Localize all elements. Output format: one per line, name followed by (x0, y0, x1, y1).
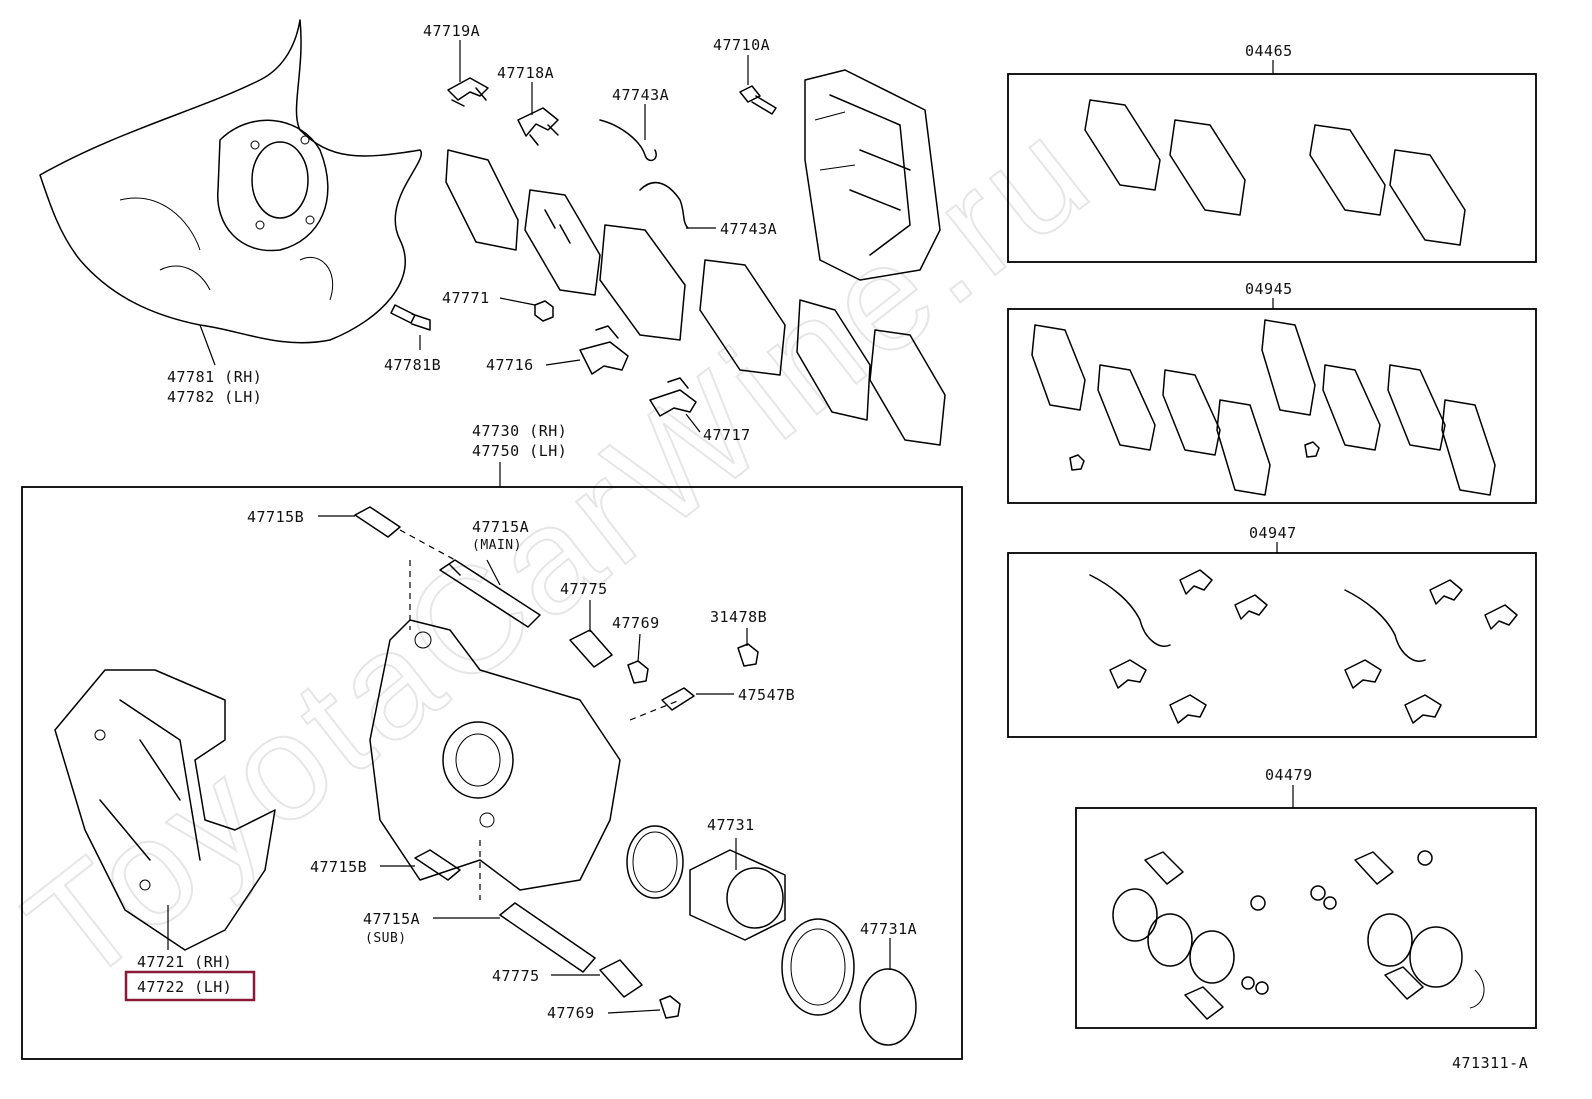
diagram-id: 471311-A (1452, 1054, 1528, 1072)
label-47769-top: 47769 (612, 614, 660, 632)
label-47715A-sub: 47715A (363, 910, 420, 928)
caliper-assembly-top-drawing (804, 69, 941, 281)
label-47710A: 47710A (713, 36, 770, 54)
label-47715A-sub-note: (SUB) (365, 931, 407, 946)
label-47721: 47721 (RH) (137, 953, 232, 971)
kit-box-04479 (1075, 807, 1537, 1029)
watermark: ToyotaCarWine.ru (0, 85, 1121, 1016)
kit-label-04465: 04465 (1245, 42, 1293, 60)
label-47782: 47782 (LH) (167, 388, 262, 406)
label-47775-bottom: 47775 (492, 967, 540, 985)
kit-label-04479: 04479 (1265, 766, 1313, 784)
kit-box-04465 (1007, 73, 1537, 263)
label-47775-top: 47775 (560, 580, 608, 598)
kit-label-04947: 04947 (1249, 524, 1297, 542)
kit-box-04947 (1007, 552, 1537, 738)
label-47781B: 47781B (384, 356, 441, 374)
label-47717: 47717 (703, 426, 751, 444)
label-47731: 47731 (707, 816, 755, 834)
label-47730: 47730 (RH) (472, 422, 567, 440)
kit-label-04945: 04945 (1245, 280, 1293, 298)
label-47731A: 47731A (860, 920, 917, 938)
label-47743A-right: 47743A (720, 220, 777, 238)
label-31478B: 31478B (710, 608, 767, 626)
clips-drawing (390, 77, 777, 417)
dust-cover-drawing (39, 19, 423, 344)
callout-labels: 47719A 47718A 47710A 47743A 47743A 47771… (137, 22, 1528, 1072)
label-47716: 47716 (486, 356, 534, 374)
label-47769-bottom: 47769 (547, 1004, 595, 1022)
kit-04479-seals-drawing (1112, 850, 1485, 1020)
kit-box-04945 (1007, 308, 1537, 504)
brake-pads-drawing (445, 149, 946, 446)
label-47715A-main-note: (MAIN) (472, 538, 522, 553)
kit-04465-pads-drawing (1084, 99, 1466, 246)
label-47715B-top: 47715B (247, 508, 304, 526)
highlight-47722 (124, 970, 256, 1002)
label-47715A-main: 47715A (472, 518, 529, 536)
label-47750: 47750 (LH) (472, 442, 567, 460)
label-47743A-top: 47743A (612, 86, 669, 104)
label-47719A: 47719A (423, 22, 480, 40)
caliper-assembly-box (21, 486, 963, 1060)
label-47718A: 47718A (497, 64, 554, 82)
kit-04947-clips-drawing (1089, 569, 1518, 724)
label-47722: 47722 (LH) (137, 978, 232, 996)
label-47715B-bottom: 47715B (310, 858, 367, 876)
caliper-drawing (54, 506, 917, 1046)
label-47771: 47771 (442, 289, 490, 307)
label-47547B: 47547B (738, 686, 795, 704)
label-47781: 47781 (RH) (167, 368, 262, 386)
kit-04945-pads-drawing (1031, 319, 1496, 496)
